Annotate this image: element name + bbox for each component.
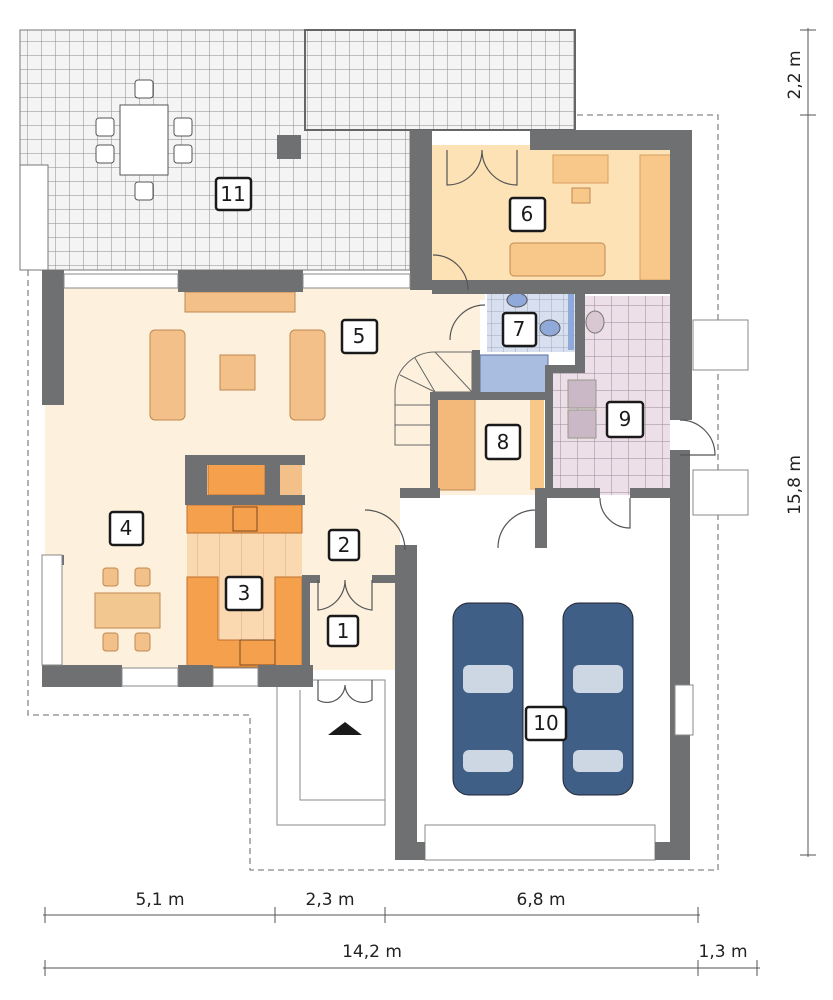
entrance-arrow-icon <box>328 722 362 735</box>
room-label-1: 1 <box>326 614 360 648</box>
svg-text:14,2 m: 14,2 m <box>342 942 402 962</box>
room-label-9: 9 <box>605 400 645 439</box>
svg-text:6,8 m: 6,8 m <box>517 890 566 910</box>
svg-text:15,8 m: 15,8 m <box>785 455 805 515</box>
chimney <box>277 135 301 159</box>
dimension-bottom: 5,1 m 2,3 m 6,8 m 14,2 m 1,3 m <box>43 890 760 976</box>
room-label-3: 3 <box>224 575 264 612</box>
terrace <box>19 29 576 271</box>
room-label-11: 11 <box>214 176 253 212</box>
svg-text:10: 10 <box>533 711 558 735</box>
svg-text:3: 3 <box>238 581 251 605</box>
terrace-table <box>95 79 193 201</box>
room-label-4: 4 <box>108 510 145 547</box>
windows <box>41 273 749 687</box>
porch <box>276 679 386 826</box>
dimension-right: 2,2 m 15,8 m <box>785 28 816 857</box>
doors <box>317 149 716 704</box>
svg-text:9: 9 <box>619 407 632 431</box>
room-label-5: 5 <box>340 318 379 355</box>
svg-text:8: 8 <box>497 430 510 454</box>
walls <box>42 130 694 860</box>
svg-text:2,2 m: 2,2 m <box>785 51 805 100</box>
svg-text:2: 2 <box>338 533 351 557</box>
svg-text:1: 1 <box>337 619 350 643</box>
svg-text:4: 4 <box>120 516 133 540</box>
living-furniture <box>94 291 326 652</box>
svg-text:2,3 m: 2,3 m <box>306 890 355 910</box>
room-label-2: 2 <box>327 528 361 562</box>
car-icon <box>452 602 524 796</box>
car-icon <box>562 602 634 796</box>
room-label-10: 10 <box>524 705 568 742</box>
svg-text:11: 11 <box>220 182 245 206</box>
room-label-6: 6 <box>508 196 547 233</box>
svg-text:7: 7 <box>513 317 526 341</box>
svg-text:5,1 m: 5,1 m <box>136 890 185 910</box>
svg-text:6: 6 <box>521 202 534 226</box>
svg-text:1,3 m: 1,3 m <box>699 942 748 962</box>
svg-text:5: 5 <box>353 324 366 348</box>
room-label-8: 8 <box>484 423 522 461</box>
room-label-7: 7 <box>501 311 538 348</box>
